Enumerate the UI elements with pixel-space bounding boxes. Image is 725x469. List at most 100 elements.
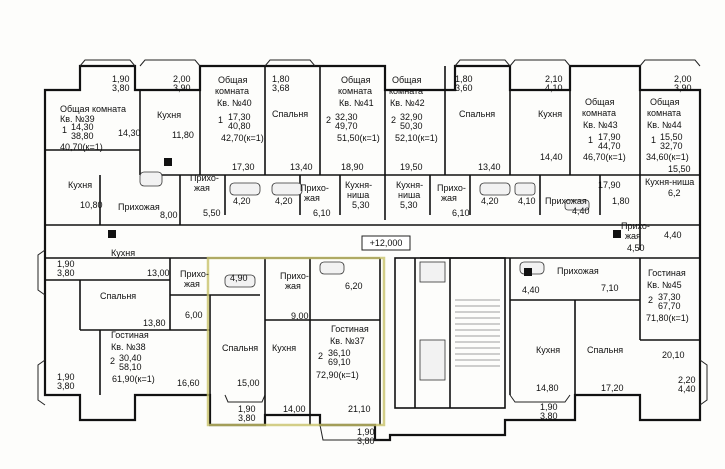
room-label: 1: [588, 135, 594, 145]
room-label: Спальня: [587, 345, 624, 355]
room-label: Прихожая: [557, 266, 599, 276]
room-label: 4,90: [230, 273, 248, 283]
room-label: 1: [218, 115, 224, 125]
room-label: 1,90: [540, 402, 558, 412]
room-label: 2: [326, 115, 332, 125]
room-label: 2: [110, 356, 116, 366]
room-label: 20,10: [662, 350, 685, 360]
room-label: 19,50: [400, 162, 423, 172]
room-label: комната: [215, 86, 250, 96]
room-label: 4,20: [481, 196, 499, 206]
room-label: 6,10: [313, 208, 331, 218]
room-label: Спальня: [272, 109, 309, 119]
room-label: 1,90: [357, 427, 375, 437]
room-label: 1,80: [455, 74, 473, 84]
room-label: 14,80: [536, 383, 559, 393]
room-label: Спальня: [459, 109, 496, 119]
room-label: Общая: [218, 75, 248, 85]
room-label: 8,00: [160, 210, 178, 220]
room-label: 1,90: [112, 74, 130, 84]
room-label: 14,00: [283, 404, 306, 414]
room-label: Прихо-: [280, 271, 309, 281]
room-label: 6,20: [345, 281, 363, 291]
room-label: Кухня-: [345, 180, 373, 190]
room-label: Кухня: [272, 343, 297, 353]
room-label: 15,50: [668, 164, 691, 174]
room-label: Прихо-: [621, 221, 650, 231]
room-label: 4,10: [545, 83, 563, 93]
room-label: 1,80: [272, 74, 290, 84]
room-label: Кухня-ниша: [645, 177, 695, 187]
room-label: 2,10: [545, 74, 563, 84]
room-label: Общая: [585, 97, 615, 107]
room-label: комната: [582, 108, 617, 118]
room-label: 3,60: [455, 83, 473, 93]
room-label: 9,00: [291, 311, 309, 321]
elevation-mark: +12,000: [369, 238, 403, 248]
room-label: комната: [389, 86, 424, 96]
room-label: 58,10: [119, 362, 142, 372]
room-label: жая: [285, 281, 301, 291]
room-label: 17,30: [228, 112, 251, 122]
room-label: 14,30: [118, 128, 141, 138]
room-label: Гостиная: [648, 268, 686, 278]
room-label: Прихожая: [118, 202, 160, 212]
room-label: Кухня: [68, 180, 93, 190]
room-label: Общая: [650, 97, 680, 107]
room-label: Кухня: [538, 109, 563, 119]
room-label: Общая: [341, 75, 371, 85]
room-label: 13,40: [290, 162, 313, 172]
room-label: 13,00: [147, 268, 170, 278]
room-label: 14,30: [71, 122, 94, 132]
room-label: 4,40: [522, 285, 540, 295]
room-label: 52,10(к=1): [395, 133, 438, 143]
room-label: 3,80: [238, 413, 256, 423]
room-label: 6,2: [668, 188, 681, 198]
room-label: Кухня: [536, 345, 561, 355]
room-label: 2,00: [173, 74, 191, 84]
room-label: 3,80: [57, 268, 75, 278]
room-label: 3,80: [112, 83, 130, 93]
room-label: 4,40: [572, 206, 590, 216]
room-label: Кв. №43: [583, 120, 618, 130]
room-label: 15,00: [237, 378, 260, 388]
room-label: 3,80: [357, 436, 375, 446]
room-label: 34,60(к=1): [646, 152, 689, 162]
room-label: 3,90: [173, 83, 191, 93]
room-label: 2: [318, 351, 324, 361]
room-label: комната: [647, 108, 682, 118]
room-label: Гостиная: [111, 330, 149, 340]
room-label: 30,40: [119, 353, 142, 363]
room-label: 38,80: [71, 131, 94, 141]
room-label: 2,00: [674, 74, 692, 84]
room-label: 32,30: [335, 112, 358, 122]
room-label: 1: [62, 125, 68, 135]
room-label: 2: [648, 295, 654, 305]
room-label: Прихожая: [545, 196, 587, 206]
room-label: 32,90: [400, 112, 423, 122]
room-label: 2,20: [678, 375, 696, 385]
room-label: 5,50: [203, 208, 221, 218]
room-label: 5,30: [400, 200, 418, 210]
room-label: 1: [651, 135, 657, 145]
room-label: 1,90: [57, 372, 75, 382]
room-label: жая: [625, 231, 641, 241]
room-label: 3,90: [674, 83, 692, 93]
room-label: 7,10: [601, 283, 619, 293]
room-label: жая: [441, 193, 457, 203]
room-label: 71,80(к=1): [646, 313, 689, 323]
room-label: 17,90: [598, 180, 621, 190]
room-label: 4,20: [275, 196, 293, 206]
room-label: 37,30: [658, 292, 681, 302]
room-label: 13,80: [143, 318, 166, 328]
room-label: Прихо-: [180, 269, 209, 279]
room-label: 21,10: [348, 404, 371, 414]
room-label: Кв. №45: [647, 280, 682, 290]
room-label: Кухня-: [396, 180, 424, 190]
room-label: жая: [304, 193, 320, 203]
room-label: 17,20: [601, 383, 624, 393]
room-label: ниша: [347, 190, 370, 200]
room-label: Прихо-: [190, 173, 219, 183]
room-label: 42,70(к=1): [221, 133, 264, 143]
